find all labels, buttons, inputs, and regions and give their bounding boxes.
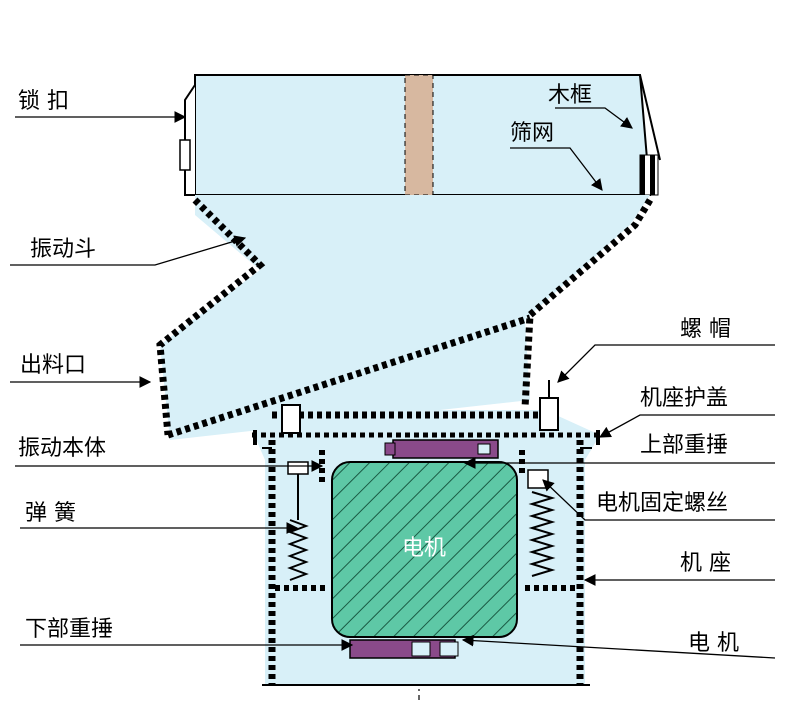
- motor: 电机: [331, 461, 518, 638]
- leader-lines: [10, 107, 776, 659]
- label-spring: 弹 簧: [25, 501, 76, 526]
- label-motor: 电 机: [688, 631, 739, 656]
- label-screen-mesh: 筛网: [510, 121, 554, 146]
- lower-weight: [349, 639, 459, 659]
- upper-weight: [384, 439, 499, 459]
- label-vibrating-body: 振动本体: [18, 436, 106, 461]
- label-wood-frame: 木框: [548, 83, 592, 108]
- motor-inner-label: 电机: [402, 536, 446, 561]
- label-lower-weight: 下部重捶: [25, 617, 113, 642]
- label-upper-weight: 上部重捶: [640, 433, 728, 458]
- label-base: 机 座: [680, 551, 731, 576]
- label-lock-buckle: 锁 扣: [18, 89, 69, 114]
- label-discharge-port: 出料口: [20, 353, 86, 378]
- vibrating-hopper: [156, 195, 654, 440]
- label-motor-fixing-screw: 电机固定螺丝: [596, 491, 728, 516]
- label-nut: 螺 帽: [680, 317, 731, 342]
- label-base-cover: 机座护盖: [640, 386, 728, 411]
- label-vibrating-hopper: 振动斗: [30, 237, 96, 262]
